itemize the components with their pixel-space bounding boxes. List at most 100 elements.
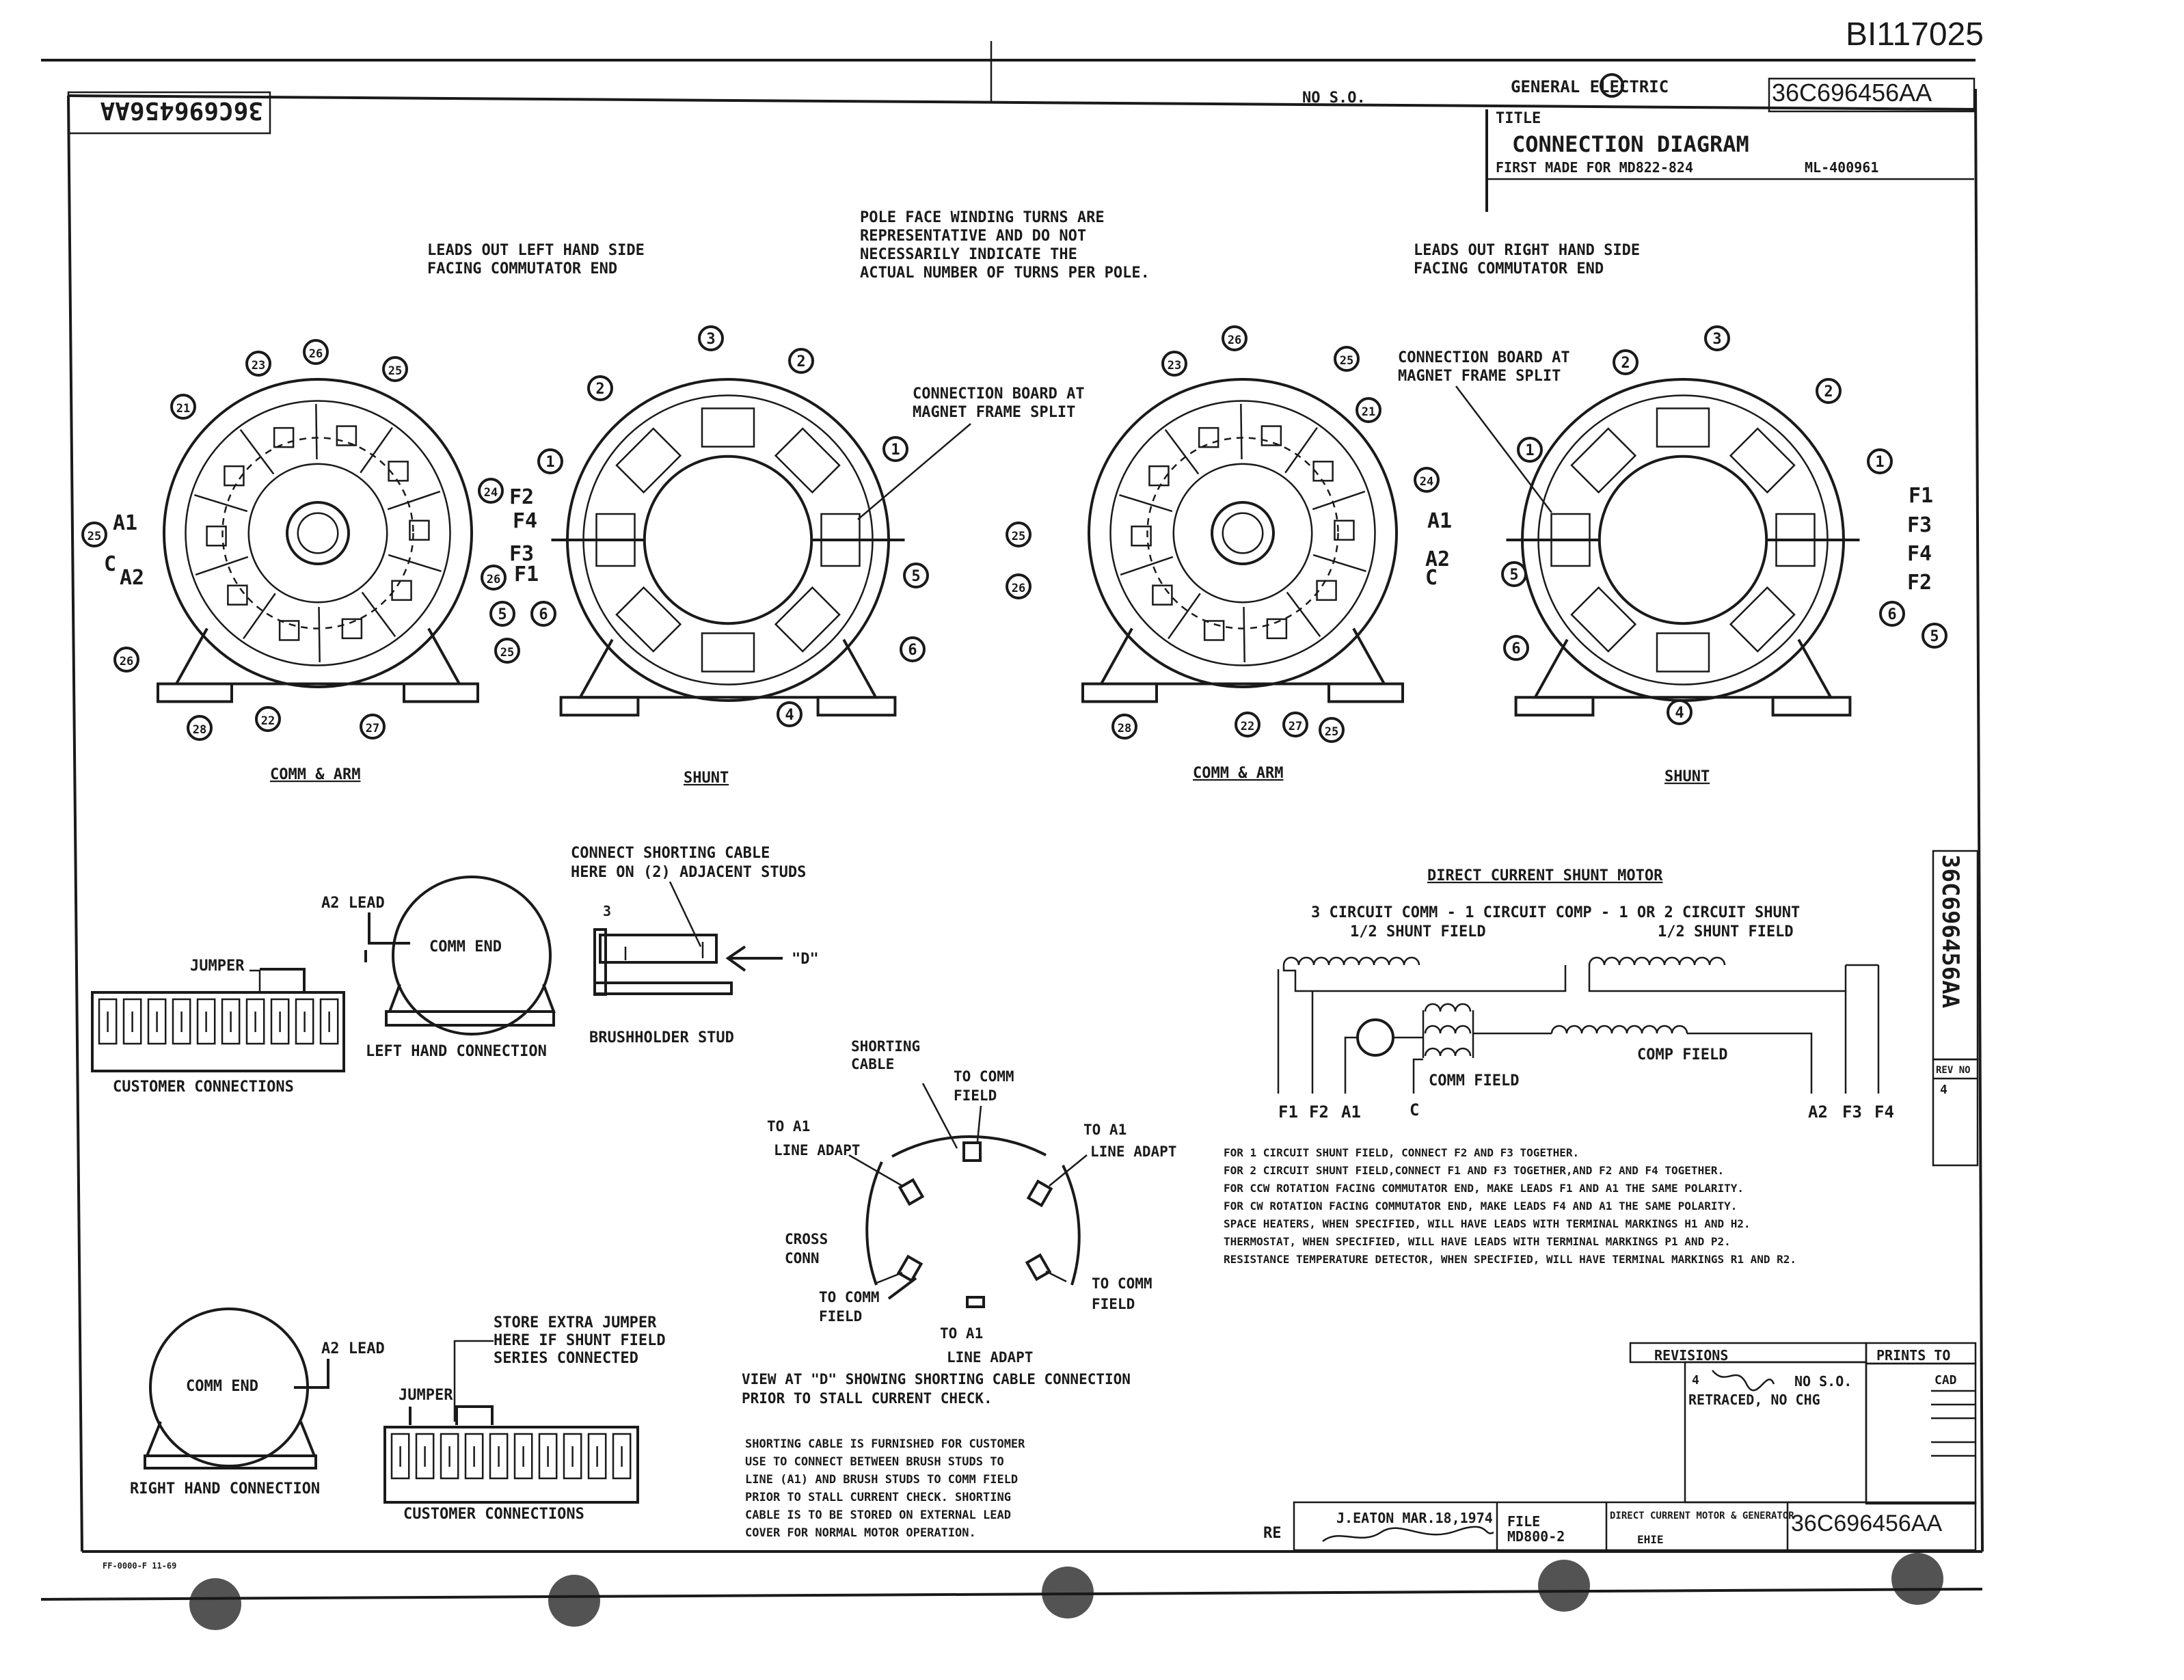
comm-arm-left-lead-10: 27 — [366, 722, 379, 735]
shunt-right-base-right — [1771, 696, 1852, 717]
comm-arm-left-lead-4: 24 — [484, 486, 498, 500]
shunt-left-lead-9: 5 — [498, 606, 507, 623]
shunt-right-lead-2: 2 — [1824, 383, 1833, 401]
comm-arm-right-letter-0: A1 — [1427, 509, 1452, 533]
jumper-wire-left — [260, 968, 306, 991]
ml-number: ML-400961 — [1805, 159, 1878, 176]
terminal-right-stud-3 — [464, 1433, 484, 1480]
left-side-note: LEADS OUT LEFT HAND SIDE FACING COMMUTAT… — [427, 242, 653, 277]
shunt-right-lead-3-circle — [1517, 437, 1543, 463]
terminal-f3: F3 — [1842, 1102, 1862, 1122]
comm-arm-left-lead-4-circle — [478, 478, 504, 504]
shunt-left-lead-4-circle — [882, 436, 908, 462]
comm-arm-left-inner-ring — [247, 463, 388, 604]
comm-arm-right-coil-3 — [1152, 584, 1173, 606]
connection-instructions: FOR 1 CIRCUIT SHUNT FIELD, CONNECT F2 AN… — [1224, 1146, 1796, 1266]
comm-field-right-leader — [1045, 1270, 1067, 1283]
comm-arm-right-letter-2: C — [1425, 566, 1438, 590]
title-label: TITLE — [1496, 110, 1541, 127]
comp-field-label: COMP FIELD — [1637, 1046, 1727, 1063]
view-d-caption: VIEW AT "D" SHOWING SHORTING CABLE CONNE… — [742, 1371, 1140, 1407]
comm-arm-left-radial-lead-9 — [387, 490, 441, 511]
shunt-right-lead-7: 4 — [1675, 705, 1684, 722]
shunt-left-lead-1: 2 — [595, 381, 604, 398]
comm-arm-right-lead-10-circle — [1319, 717, 1345, 743]
comm-arm-right-lead-0: 23 — [1168, 359, 1181, 372]
shunt-right-lead-9: 5 — [1930, 628, 1939, 645]
corner-number-box — [67, 91, 271, 135]
comm-arm-right-radial-lead-4 — [1120, 556, 1174, 576]
comm-arm-right-lead-0-circle — [1161, 351, 1187, 377]
shunt-left-pole-6 — [701, 407, 755, 448]
brushholder-stud-caption: BRUSHHOLDER STUD — [589, 1029, 734, 1046]
terminal-right-stud-5 — [513, 1433, 533, 1480]
brush-stud-bottom — [966, 1296, 985, 1308]
comm-arm-right-letter-1: A2 — [1425, 547, 1450, 571]
revision-no-so: NO S.O. — [1794, 1373, 1852, 1390]
brush-stud-left-upper — [898, 1178, 925, 1206]
bottom-strip-box — [1293, 1501, 1977, 1552]
comm-arm-left-lead-7-circle — [113, 647, 139, 673]
file-label: FILE — [1507, 1513, 1540, 1530]
shunt-right-base-left — [1514, 696, 1595, 717]
shorting-cable-note: CONNECT SHORTING CABLE HERE ON (2) ADJAC… — [571, 845, 806, 881]
shunt-left-lead-5: 5 — [911, 568, 920, 585]
comm-arm-left-lead-11-circle — [81, 521, 107, 547]
comm-arm-left-lead-0-circle — [170, 394, 196, 420]
half-shunt-field-left: 1/2 SHUNT FIELD — [1350, 923, 1486, 940]
comm-arm-right-lead-8-circle — [1235, 712, 1260, 737]
revision-number: 4 — [1692, 1373, 1699, 1387]
comm-arm-left-coil-3 — [227, 584, 248, 606]
ring-arc-left — [865, 1161, 883, 1286]
shorting-cable-view: SHORTING CABLE TO COMM FIELD TO A1 LINE … — [742, 1038, 1176, 1540]
jumper-wire-right — [409, 1405, 494, 1425]
comm-arm-right-lead-7: 28 — [1118, 722, 1131, 735]
comm-arm-right-coil-8 — [1312, 461, 1334, 482]
prints-to-header: PRINTS TO — [1876, 1347, 1950, 1364]
shunt-right-foot — [1533, 638, 1833, 699]
shunt-left-letter-2: F3 — [509, 542, 534, 566]
comm-arm-left-coil-0 — [391, 580, 412, 601]
comm-arm-left-lead-3-circle — [382, 356, 408, 382]
a1-right-leader — [1049, 1154, 1088, 1187]
comm-arm-left-coil-8 — [388, 461, 409, 482]
comm-arm-right-base-left — [1081, 682, 1158, 703]
binder-hole-1 — [189, 1578, 241, 1630]
rev-side-label: REV NO — [1936, 1065, 1971, 1076]
file-number: MD800-2 — [1507, 1528, 1565, 1545]
connection-board-note-2: CONNECTION BOARD AT MAGNET FRAME SPLIT — [1398, 349, 1579, 385]
comm-arm-right-lead-4-circle — [1414, 467, 1440, 493]
corner-number: 36C696456AA — [100, 96, 263, 124]
shorting-cable-leader — [921, 1083, 958, 1149]
terminal-left-stud-0 — [98, 998, 118, 1045]
stud-base — [593, 981, 733, 995]
shunt-right-lead-5-circle — [1501, 561, 1527, 587]
drawing-number: 36C696456AA — [1772, 79, 1932, 107]
a2-lead-label-left: A2 LEAD — [321, 895, 385, 912]
comm-arm-left-lead-10-circle — [360, 714, 386, 740]
armature-symbol — [1356, 1018, 1394, 1057]
comm-arm-left-coil-7 — [336, 425, 358, 446]
terminal-right-stud-4 — [489, 1433, 509, 1480]
comm-arm-right-lead-10: 25 — [1325, 725, 1338, 739]
drawing-title: CONNECTION DIAGRAM — [1512, 131, 1749, 157]
jumper-leader-left — [250, 969, 261, 991]
comm-arm-right-lead-7-circle — [1111, 714, 1137, 740]
motor-base-left — [385, 1010, 555, 1027]
comm-arm-left-lead-8-circle — [187, 715, 213, 741]
shunt-left-lead-9-circle — [489, 601, 515, 627]
border-bottom — [40, 1588, 1983, 1601]
comm-arm-left-lead-1: 23 — [252, 359, 265, 372]
shunt-right-pole-6 — [1656, 407, 1710, 448]
comm-arm-left-lead-0: 21 — [176, 402, 190, 416]
comm-arm-left-lead-3: 25 — [388, 364, 402, 378]
side-number: 36C696456AA — [1937, 854, 1964, 1008]
comm-arm-left-lead-7: 26 — [120, 655, 133, 668]
terminal-left-stud-7 — [270, 998, 290, 1045]
to-a1-right: TO A1 LINE ADAPT — [1083, 1122, 1176, 1160]
shunt-motor-schematic: DIRECT CURRENT SHUNT MOTOR 3 CIRCUIT COM… — [1277, 867, 1894, 1122]
right-side-note: LEADS OUT RIGHT HAND SIDE FACING COMMUTA… — [1414, 242, 1649, 277]
terminal-left-stud-5 — [221, 998, 241, 1045]
